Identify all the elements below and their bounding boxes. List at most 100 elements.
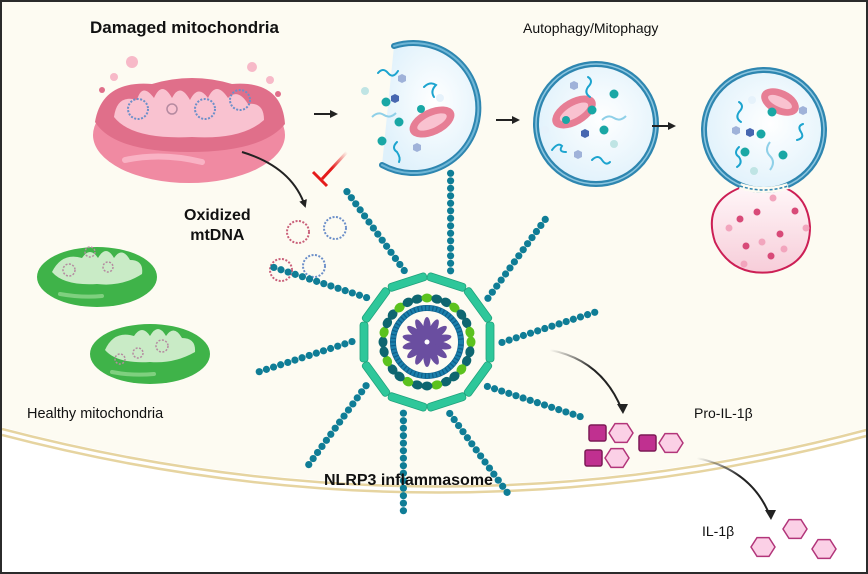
inflammasome-bead bbox=[446, 169, 455, 177]
inflammasome-bead bbox=[477, 452, 485, 460]
inflammasome-bead bbox=[365, 218, 373, 226]
inflammasome-bead bbox=[524, 240, 532, 248]
inflammasome-inner-ring-beads bbox=[390, 305, 464, 379]
inflammasome-bead bbox=[488, 288, 496, 296]
lysosome bbox=[710, 186, 812, 274]
inflammasome-bead bbox=[341, 340, 349, 348]
inflammasome-bead bbox=[484, 294, 492, 302]
asc-pyd-domain bbox=[411, 380, 423, 390]
caspase-petal bbox=[426, 319, 439, 342]
asc-card-domain bbox=[421, 293, 433, 303]
inflammasome-nacht-rod bbox=[361, 361, 391, 397]
inflammasome-bead bbox=[399, 424, 408, 432]
inflammasome-bead bbox=[501, 270, 510, 278]
inhibition-line bbox=[320, 150, 349, 181]
inflammasome-arm bbox=[484, 215, 549, 302]
inflammasome-bead bbox=[459, 428, 467, 436]
asc-pyd-domain bbox=[411, 294, 423, 304]
inflammasome-bead bbox=[399, 492, 408, 500]
il1b-molecule bbox=[782, 518, 808, 540]
inflammasome-bead bbox=[446, 214, 455, 222]
inflammasome-bead bbox=[291, 270, 299, 278]
phagophore bbox=[361, 40, 482, 177]
inflammasome-bead bbox=[498, 338, 506, 347]
inflammasome-bead bbox=[383, 242, 391, 250]
asc-pyd-domain bbox=[382, 317, 393, 329]
inflammasome-nacht-rod bbox=[359, 321, 369, 363]
inflammasome-bead bbox=[537, 221, 545, 230]
inflammasome-arm bbox=[483, 382, 584, 421]
cell-membrane bbox=[2, 427, 866, 488]
inflammasome-bead bbox=[519, 331, 527, 340]
caspase-petal bbox=[427, 340, 452, 350]
inflammasome-bead bbox=[352, 200, 360, 208]
inflammasome-bead bbox=[277, 266, 285, 274]
inflammasome-nacht-rod bbox=[463, 361, 493, 397]
inflammasome-bead bbox=[399, 447, 408, 455]
inflammasome-nacht-rod bbox=[463, 287, 493, 323]
inflammasome-bead bbox=[562, 408, 570, 416]
inflammasome-nacht-rod bbox=[426, 272, 467, 292]
inflammasome-bead bbox=[374, 230, 382, 238]
inflammasome-bead bbox=[399, 439, 408, 447]
inflammasome-bead bbox=[534, 327, 542, 335]
arrow-to-il1b bbox=[696, 457, 771, 517]
inflammasome-bead bbox=[312, 349, 320, 357]
inhibition-bar bbox=[311, 170, 329, 188]
inflammasome-bead bbox=[446, 177, 455, 185]
inflammasome-bead bbox=[468, 440, 476, 448]
inflammasome-arm bbox=[446, 169, 455, 275]
asc-pyd-domain bbox=[431, 294, 443, 304]
pro-il1b-molecule bbox=[638, 432, 684, 454]
asc-card-domain bbox=[465, 326, 475, 338]
inflammasome-bead bbox=[369, 224, 377, 232]
inflammasome-bead bbox=[506, 264, 514, 272]
inflammasome-bead bbox=[548, 403, 556, 411]
inflammasome-bead bbox=[399, 484, 408, 492]
inflammasome-bead bbox=[510, 258, 518, 266]
inflammasome-bead bbox=[291, 356, 299, 364]
inflammasome-bead bbox=[446, 199, 455, 207]
inflammasome-bead bbox=[284, 268, 292, 276]
inflammasome-bead bbox=[528, 233, 536, 242]
inflammasome-bead bbox=[494, 476, 502, 484]
nlrp3-inflammasome bbox=[255, 169, 599, 515]
inflammasome-bead bbox=[322, 436, 330, 444]
inflammasome-bead bbox=[349, 400, 357, 408]
label-nlrp3-inflammasome: NLRP3 inflammasome bbox=[324, 472, 493, 489]
inflammasome-bead bbox=[305, 351, 313, 360]
inflammasome-bead bbox=[336, 418, 344, 426]
inflammasome-arm bbox=[446, 409, 511, 496]
oxidized-mtdna-group bbox=[269, 216, 347, 282]
inflammasome-nacht-rod bbox=[361, 287, 391, 323]
label-il1b: IL-1β bbox=[702, 523, 735, 539]
label-damaged-mitochondria: Damaged mitochondria bbox=[90, 18, 279, 37]
inflammasome-bead bbox=[270, 263, 278, 272]
cell-membrane-inner bbox=[2, 433, 866, 494]
inflammasome-center bbox=[424, 339, 430, 345]
asc-pyd-domain bbox=[379, 346, 389, 358]
caspase-petal bbox=[415, 319, 428, 342]
inflammasome-bead bbox=[344, 406, 353, 414]
il1b-molecule bbox=[811, 538, 837, 560]
inflammasome-bead bbox=[334, 342, 342, 350]
il1b-hexagon bbox=[604, 447, 630, 469]
inflammasome-bead bbox=[562, 317, 570, 326]
mtdna-circle bbox=[286, 220, 310, 244]
inflammasome-bead bbox=[576, 313, 585, 321]
inflammasome-bead bbox=[362, 293, 371, 302]
inflammasome-bead bbox=[512, 392, 520, 400]
pro-il1b-group bbox=[584, 422, 684, 469]
label-autophagy-mitophagy: Autophagy/Mitophagy bbox=[523, 20, 659, 36]
inflammasome-bead bbox=[358, 388, 366, 396]
asc-pyd-domain bbox=[394, 371, 405, 382]
il1b-hexagon bbox=[608, 422, 634, 444]
inflammasome-bead bbox=[298, 354, 306, 362]
damaged-mitochondrion bbox=[93, 56, 285, 183]
inflammasome-bead bbox=[512, 334, 520, 342]
arrow-to-pro-il1b bbox=[549, 349, 623, 411]
inflammasome-bead bbox=[541, 324, 549, 333]
autolysosome bbox=[701, 67, 827, 193]
inflammasome-bead bbox=[503, 488, 511, 496]
